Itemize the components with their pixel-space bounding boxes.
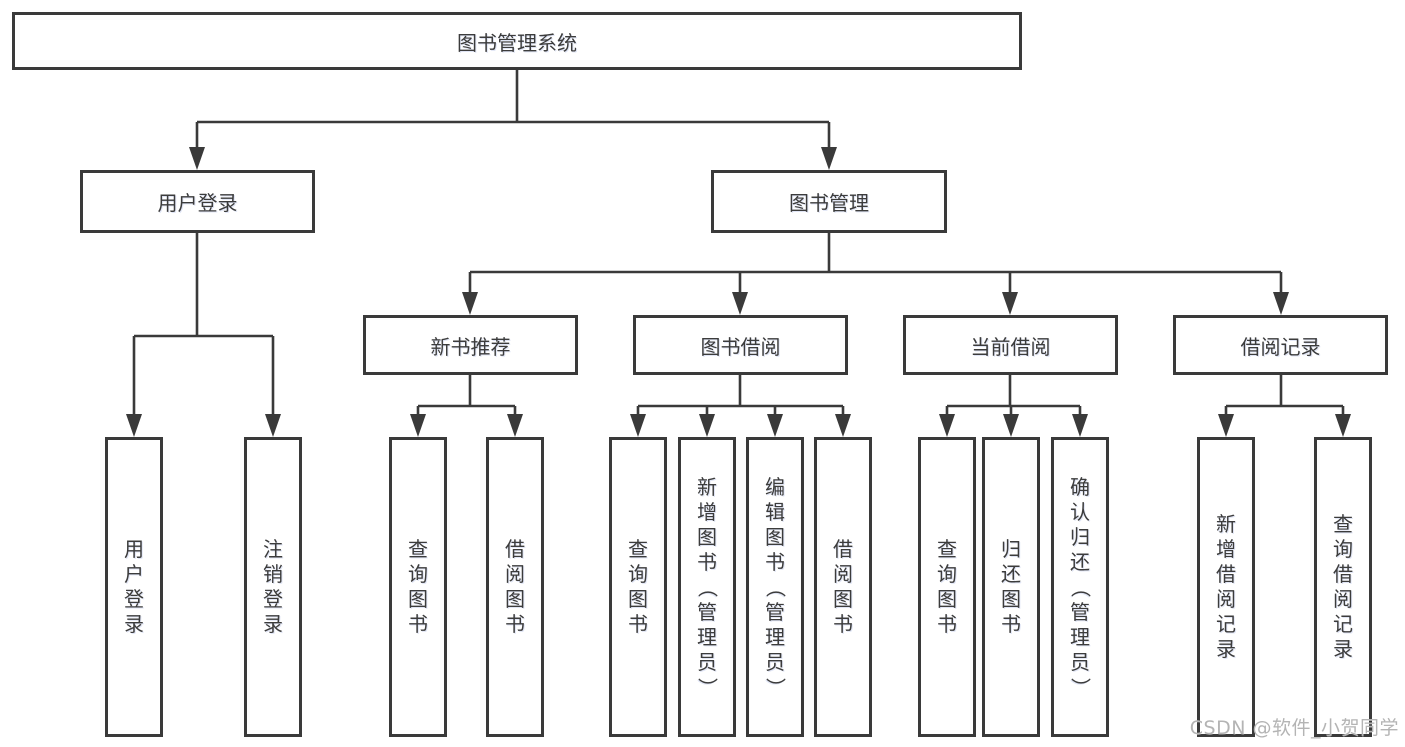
leaf-label: 查询图书 xyxy=(937,537,957,636)
leaf-label: 借阅图书 xyxy=(833,537,853,636)
node-book-management-system: 图书管理系统 xyxy=(12,12,1022,70)
leaf-label: 查询借阅记录 xyxy=(1333,512,1353,661)
node-label: 用户登录 xyxy=(157,191,238,215)
leaf-add-borrow-record: 新增借阅记录 xyxy=(1197,437,1255,737)
node-new-book-recommendation: 新书推荐 xyxy=(363,315,578,375)
leaf-borrow-books: 借阅图书 xyxy=(814,437,872,737)
node-book-borrowing: 图书借阅 xyxy=(633,315,848,375)
leaf-label: 查询图书 xyxy=(408,537,428,636)
leaf-borrow-books-recommend: 借阅图书 xyxy=(486,437,544,737)
leaf-edit-books-admin: 编辑图书（管理员） xyxy=(746,437,804,737)
leaf-label: 确认归还（管理员） xyxy=(1068,474,1093,698)
leaf-query-books-current: 查询图书 xyxy=(918,437,976,737)
node-label: 新书推荐 xyxy=(430,334,511,359)
leaf-label: 注销登录 xyxy=(263,537,283,636)
node-current-borrowing: 当前借阅 xyxy=(903,315,1118,375)
leaf-query-books-borrowing: 查询图书 xyxy=(609,437,667,737)
node-label: 图书借阅 xyxy=(700,334,781,359)
leaf-label: 编辑图书（管理员） xyxy=(763,474,788,698)
leaf-label: 查询图书 xyxy=(628,537,648,636)
node-label: 图书管理 xyxy=(789,191,869,215)
leaf-user-login: 用户登录 xyxy=(105,437,163,737)
leaf-label: 归还图书 xyxy=(1001,537,1021,636)
leaf-logout: 注销登录 xyxy=(244,437,302,737)
node-label: 图书管理系统 xyxy=(457,30,577,55)
leaf-return-books: 归还图书 xyxy=(982,437,1040,737)
leaf-query-books-recommend: 查询图书 xyxy=(389,437,447,737)
node-label: 当前借阅 xyxy=(970,334,1051,359)
node-borrowing-records: 借阅记录 xyxy=(1173,315,1388,375)
leaf-label: 用户登录 xyxy=(124,537,144,636)
watermark: CSDN @软件_小贺同学 xyxy=(1189,717,1399,739)
leaf-query-borrow-record: 查询借阅记录 xyxy=(1314,437,1372,737)
leaf-label: 借阅图书 xyxy=(505,537,525,636)
leaf-label: 新增借阅记录 xyxy=(1216,512,1236,661)
node-user-login: 用户登录 xyxy=(80,170,315,233)
leaf-confirm-return-admin: 确认归还（管理员） xyxy=(1051,437,1109,737)
leaf-label: 新增图书（管理员） xyxy=(695,474,720,698)
node-label: 借阅记录 xyxy=(1240,334,1321,359)
leaf-add-books-admin: 新增图书（管理员） xyxy=(678,437,736,737)
node-book-management: 图书管理 xyxy=(711,170,947,233)
